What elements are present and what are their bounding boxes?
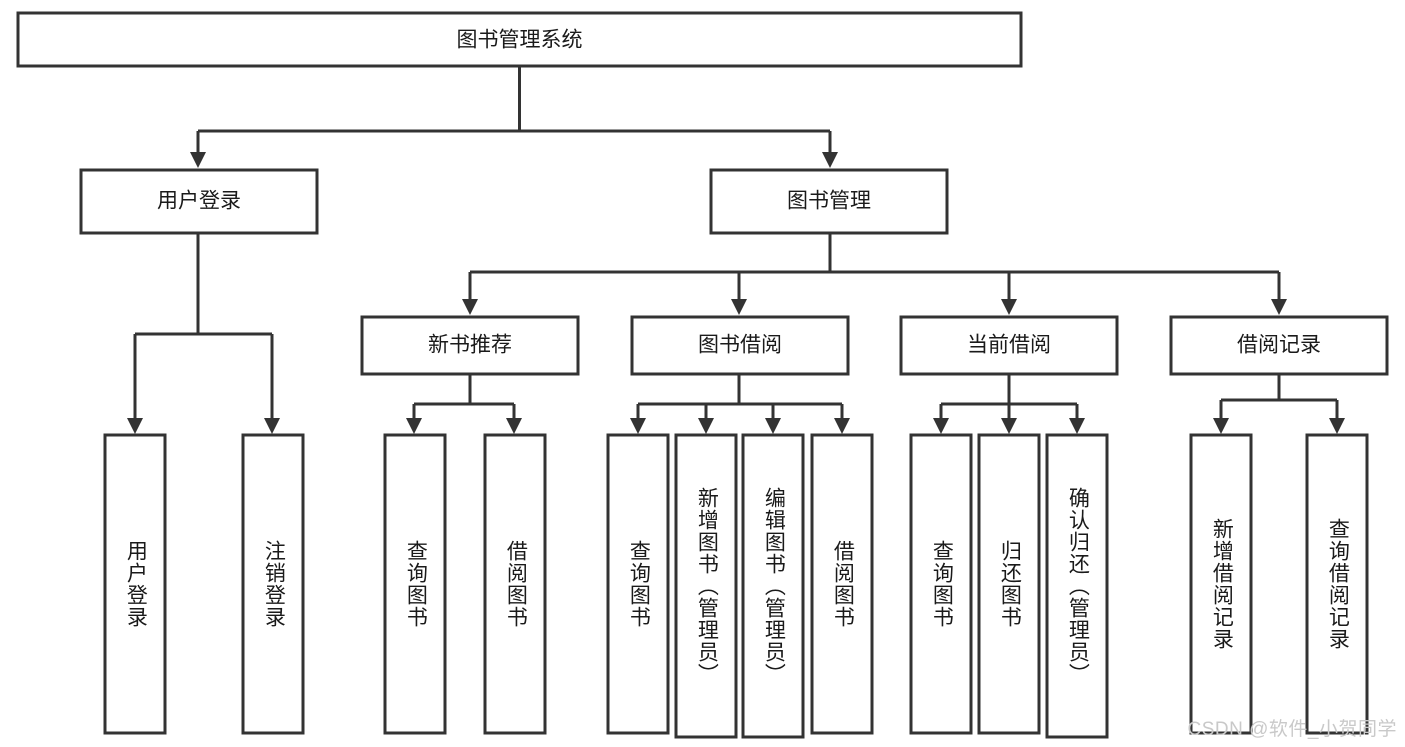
- node-leaf-add-book[interactable]: 新增图书（管理员）: [674, 433, 738, 739]
- arrowhead-leaf-user-login: [127, 418, 143, 434]
- node-leaf-logout-login-label: 注销登录: [262, 540, 286, 628]
- node-leaf-edit-book-box[interactable]: [741, 433, 805, 739]
- node-leaf-user-login-label: 用户登录: [124, 540, 148, 628]
- node-leaf-query-book-2-box[interactable]: [606, 433, 670, 735]
- node-leaf-borrow-book-1-box[interactable]: [483, 433, 547, 735]
- arrowhead-book-management: [822, 152, 838, 168]
- node-leaf-return-book-label: 归还图书: [998, 540, 1022, 628]
- node-new-book-recommend-box[interactable]: [360, 315, 580, 376]
- node-leaf-query-book-3-box[interactable]: [909, 433, 973, 735]
- node-root-box[interactable]: [16, 11, 1023, 68]
- node-leaf-confirm-return[interactable]: 确认归还（管理员）: [1045, 433, 1109, 739]
- arrowhead-user-login: [190, 152, 206, 168]
- node-current-borrow-label: 当前借阅: [967, 334, 1051, 357]
- arrowhead-leaf-query-book-2: [630, 418, 646, 434]
- arrowhead-leaf-add-record: [1213, 418, 1229, 434]
- node-leaf-query-book-1-label: 查询图书: [404, 540, 428, 628]
- connector-layer: [127, 66, 1345, 434]
- arrowhead-leaf-edit-book: [765, 418, 781, 434]
- arrowhead-leaf-query-book-1: [406, 418, 422, 434]
- node-leaf-confirm-return-label: 确认归还（管理员）: [1066, 487, 1090, 685]
- node-leaf-borrow-book-1-label: 借阅图书: [504, 540, 528, 628]
- arrowhead-leaf-borrow-book-2: [834, 418, 850, 434]
- node-leaf-query-record[interactable]: 查询借阅记录: [1305, 433, 1369, 735]
- node-leaf-borrow-book-2-box[interactable]: [810, 433, 874, 735]
- node-book-management-box[interactable]: [709, 168, 949, 235]
- arrowhead-new-book-recommend: [462, 299, 478, 315]
- arrowhead-leaf-query-record: [1329, 418, 1345, 434]
- node-leaf-query-book-1-box[interactable]: [383, 433, 447, 735]
- node-leaf-add-record-box[interactable]: [1189, 433, 1253, 735]
- node-leaf-edit-book[interactable]: 编辑图书（管理员）: [741, 433, 805, 739]
- node-leaf-add-book-label: 新增图书（管理员）: [695, 487, 719, 685]
- arrowhead-leaf-borrow-book-1: [506, 418, 522, 434]
- node-current-borrow[interactable]: 当前借阅: [899, 315, 1119, 376]
- node-new-book-recommend[interactable]: 新书推荐: [360, 315, 580, 376]
- node-user-login-box[interactable]: [79, 168, 319, 235]
- node-leaf-query-book-2[interactable]: 查询图书: [606, 433, 670, 735]
- node-leaf-logout-login-box[interactable]: [241, 433, 305, 735]
- arrowhead-current-borrow: [1001, 299, 1017, 315]
- node-leaf-add-record[interactable]: 新增借阅记录: [1189, 433, 1253, 735]
- arrowhead-leaf-confirm-return: [1069, 418, 1085, 434]
- node-user-login-label: 用户登录: [157, 190, 241, 213]
- node-leaf-edit-book-label: 编辑图书（管理员）: [762, 487, 786, 685]
- node-new-book-recommend-label: 新书推荐: [428, 334, 512, 357]
- node-leaf-confirm-return-box[interactable]: [1045, 433, 1109, 739]
- node-leaf-query-book-1[interactable]: 查询图书: [383, 433, 447, 735]
- node-root-label: 图书管理系统: [457, 29, 583, 52]
- node-leaf-query-record-label: 查询借阅记录: [1326, 518, 1350, 650]
- node-leaf-query-book-3[interactable]: 查询图书: [909, 433, 973, 735]
- arrowhead-book-borrow: [731, 299, 747, 315]
- node-leaf-return-book[interactable]: 归还图书: [977, 433, 1041, 735]
- arrowhead-leaf-return-book: [1001, 418, 1017, 434]
- node-book-borrow-box[interactable]: [630, 315, 850, 376]
- node-leaf-user-login-box[interactable]: [103, 433, 167, 735]
- node-leaf-borrow-book-2-label: 借阅图书: [831, 540, 855, 628]
- node-leaf-query-book-3-label: 查询图书: [930, 540, 954, 628]
- node-borrow-record-box[interactable]: [1169, 315, 1389, 376]
- node-book-management-label: 图书管理: [787, 190, 871, 213]
- node-leaf-return-book-box[interactable]: [977, 433, 1041, 735]
- node-leaf-logout-login[interactable]: 注销登录: [241, 433, 305, 735]
- node-leaf-borrow-book-2[interactable]: 借阅图书: [810, 433, 874, 735]
- node-borrow-record-label: 借阅记录: [1237, 334, 1321, 357]
- node-leaf-query-book-2-label: 查询图书: [627, 540, 651, 628]
- node-current-borrow-box[interactable]: [899, 315, 1119, 376]
- node-leaf-query-record-box[interactable]: [1305, 433, 1369, 735]
- node-borrow-record[interactable]: 借阅记录: [1169, 315, 1389, 376]
- arrowhead-leaf-logout-login: [264, 418, 280, 434]
- arrowhead-leaf-query-book-3: [933, 418, 949, 434]
- node-book-management[interactable]: 图书管理: [709, 168, 949, 235]
- node-user-login[interactable]: 用户登录: [79, 168, 319, 235]
- node-book-borrow[interactable]: 图书借阅: [630, 315, 850, 376]
- node-leaf-add-record-label: 新增借阅记录: [1210, 518, 1234, 650]
- arrowhead-borrow-record: [1271, 299, 1287, 315]
- node-book-borrow-label: 图书借阅: [698, 334, 782, 357]
- arrowhead-leaf-add-book: [698, 418, 714, 434]
- node-leaf-borrow-book-1[interactable]: 借阅图书: [483, 433, 547, 735]
- node-root[interactable]: 图书管理系统: [16, 11, 1023, 68]
- node-leaf-user-login[interactable]: 用户登录: [103, 433, 167, 735]
- node-leaf-add-book-box[interactable]: [674, 433, 738, 739]
